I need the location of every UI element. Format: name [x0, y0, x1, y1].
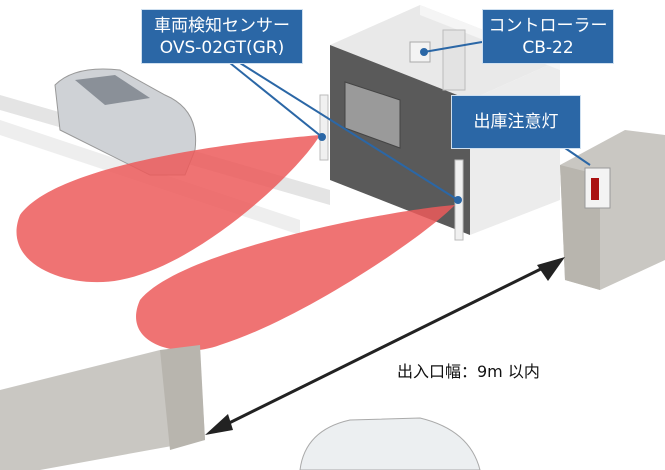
warning-light-label: 出庫注意灯	[451, 95, 581, 149]
width-arrow	[214, 260, 556, 432]
entrance-width-text: 出入口幅：9m 以内	[397, 362, 540, 381]
sensor-label-title: 車両検知センサー	[154, 15, 290, 36]
sensor-label: 車両検知センサー OVS-02GT(GR)	[141, 9, 303, 64]
detection-beam	[136, 205, 455, 351]
car-suv	[54, 68, 197, 176]
sensor-label-model: OVS-02GT(GR)	[159, 37, 285, 58]
car-sedan	[299, 417, 481, 470]
leader-lines	[229, 41, 591, 204]
warning-light-label-title: 出庫注意灯	[473, 112, 559, 132]
door	[442, 29, 466, 91]
controller-label-model: CB-22	[522, 37, 574, 58]
sensor-pole	[319, 94, 329, 161]
detection-beam	[16, 135, 320, 283]
concrete-wall	[0, 350, 205, 470]
controller-label: コントローラー CB-22	[482, 9, 614, 64]
booth-window	[344, 81, 401, 149]
controller-label-title: コントローラー	[488, 15, 608, 36]
